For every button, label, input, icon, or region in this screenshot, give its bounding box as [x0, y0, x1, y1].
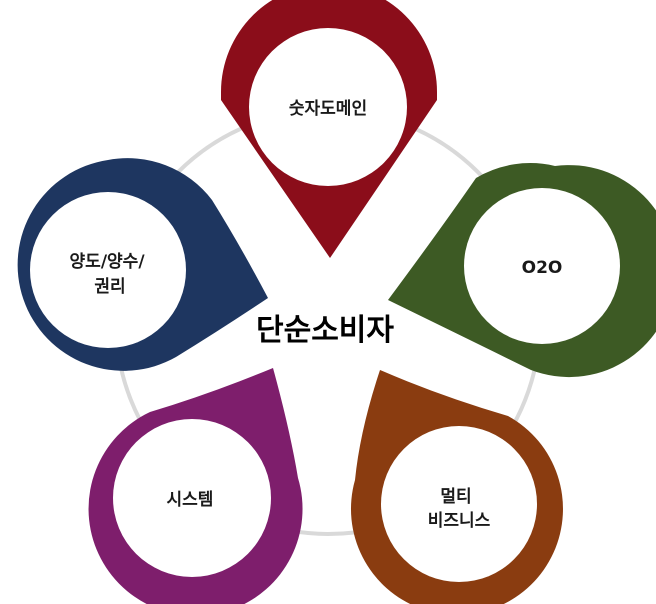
pin-top-line-1: 숫자도메인 — [289, 99, 367, 119]
pin-bottom-left-line-1: 시스템 — [167, 490, 214, 510]
pin-top-label: 숫자도메인 — [289, 99, 367, 119]
pin-bottom-right-line-2: 비즈니스 — [428, 511, 491, 531]
pin-top: 숫자도메인 — [221, 0, 437, 258]
pin-left: 양도/양수/ 권리 — [17, 158, 268, 371]
pin-top-inner — [249, 28, 407, 186]
pin-right-line-1: O2O — [522, 258, 563, 278]
pin-left-line-2: 권리 — [94, 277, 125, 297]
pin-bottom-right: 멀티 비즈니스 — [351, 370, 563, 604]
pin-right-inner — [464, 188, 620, 344]
center-label: 단순소비자 — [256, 313, 394, 348]
pin-left-line-1: 양도/양수/ — [70, 252, 146, 272]
pin-bottom-right-label: 멀티 비즈니스 — [428, 486, 491, 531]
pin-bottom-left: 시스템 — [88, 368, 303, 604]
pin-left-label: 양도/양수/ 권리 — [70, 252, 151, 297]
pin-bottom-left-label: 시스템 — [167, 490, 214, 510]
pin-right-label: O2O — [522, 258, 563, 278]
pin-bottom-right-line-1: 멀티 — [440, 486, 471, 507]
pin-bottom-right-inner — [381, 426, 537, 582]
pin-bottom-left-inner — [113, 419, 271, 577]
pin-right: O2O — [388, 163, 656, 377]
pin-left-inner — [30, 192, 186, 348]
